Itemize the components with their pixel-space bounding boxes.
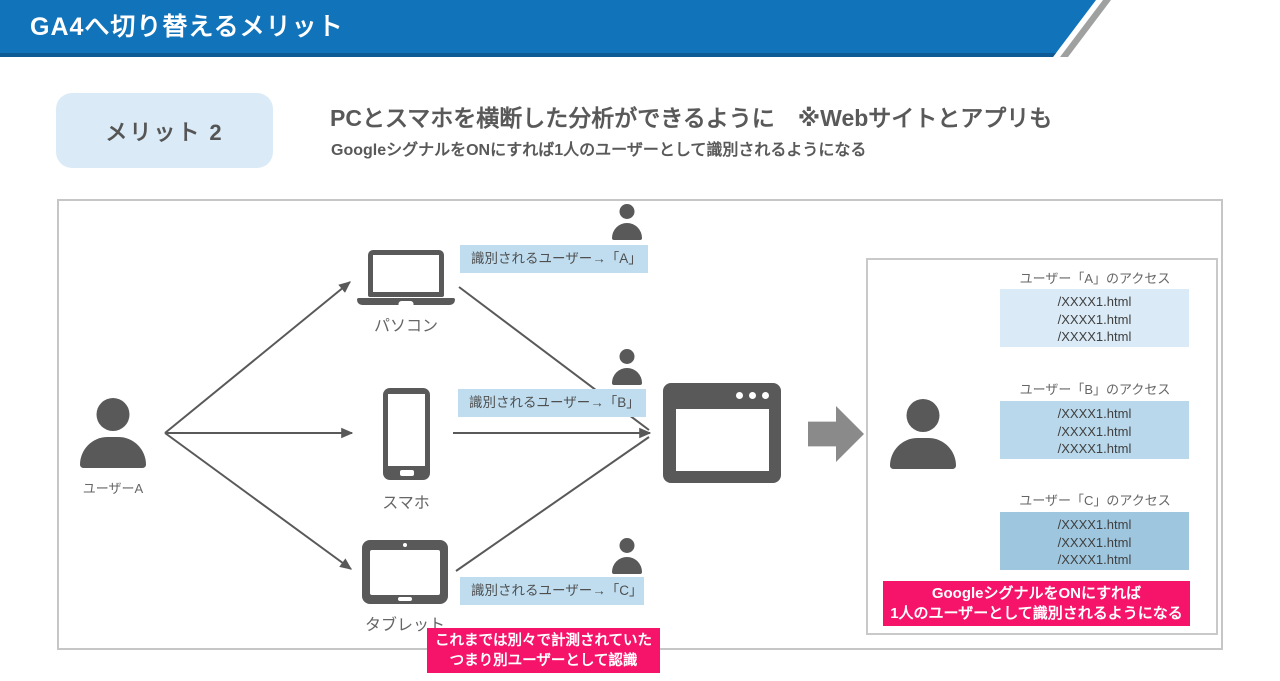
access-title-b: ユーザー「B」のアクセス — [1019, 382, 1171, 397]
smartphone-label: スマホ — [382, 495, 430, 512]
access-page: /XXXX1.html — [1057, 441, 1132, 456]
identified-user-b-icon — [612, 349, 642, 385]
slide-header: GA4へ切り替えるメリット — [0, 0, 1280, 57]
browser-titlebar-dots — [736, 392, 769, 399]
laptop-icon — [357, 250, 455, 305]
user-icon — [80, 398, 146, 468]
identified-user-a-head — [619, 204, 635, 219]
identify-label-b: 識別されるユーザー→「B」 — [458, 389, 646, 417]
access-box-c: /XXXX1.html /XXXX1.html /XXXX1.html — [1000, 512, 1189, 570]
identified-user-a-icon — [612, 204, 642, 240]
access-page: /XXXX1.html — [1057, 423, 1132, 439]
tablet-icon — [362, 540, 448, 604]
browser-icon — [663, 383, 781, 483]
previous-behavior-note-line1: これまでは別々で計測されていた — [434, 633, 653, 649]
access-page: /XXXX1.html — [1057, 294, 1132, 309]
tablet-home-bar — [398, 597, 412, 601]
access-page: /XXXX1.html — [1057, 517, 1132, 532]
merit-subtitle: GoogleシグナルをONにすれば1人のユーザーとして識別されるようになる — [331, 142, 867, 159]
access-title-a: ユーザー「A」のアクセス — [1019, 271, 1171, 286]
tablet-label: タブレット — [364, 617, 445, 634]
access-page: /XXXX1.html — [1057, 311, 1132, 327]
access-page: /XXXX1.html — [1057, 406, 1132, 421]
identified-user-b-body — [612, 368, 642, 385]
unified-user-head — [906, 399, 940, 432]
user-label: ユーザーA — [82, 481, 144, 496]
smartphone-home-button — [399, 470, 414, 476]
identified-user-a-body — [612, 223, 642, 240]
access-page: /XXXX1.html — [1057, 329, 1132, 344]
identified-user-c-head — [619, 538, 635, 553]
previous-behavior-note-line2: つまり別ユーザーとして認識 — [449, 653, 638, 669]
access-title-c: ユーザー「C」のアクセス — [1019, 493, 1171, 508]
identify-label-c: 識別されるユーザー→「C」 — [460, 577, 644, 605]
access-box-a: /XXXX1.html /XXXX1.html /XXXX1.html — [1000, 289, 1189, 347]
google-signal-note: GoogleシグナルをONにすれば 1人のユーザーとして識別されるようになる — [883, 581, 1190, 626]
previous-behavior-note: これまでは別々で計測されていた つまり別ユーザーとして認識 — [427, 628, 660, 673]
page-title: GA4へ切り替えるメリット — [30, 13, 344, 41]
identified-user-c-body — [612, 557, 642, 574]
access-box-b: /XXXX1.html /XXXX1.html /XXXX1.html — [1000, 401, 1189, 459]
laptop-screen — [368, 250, 444, 297]
access-page: /XXXX1.html — [1057, 534, 1132, 550]
identified-user-b-head — [619, 349, 635, 364]
unified-user-icon — [890, 399, 956, 469]
merit-title: PCとスマホを横断した分析ができるように ※Webサイトとアプリも — [330, 105, 1053, 131]
identified-user-c-icon — [612, 538, 642, 574]
laptop-notch — [398, 301, 414, 305]
user-icon-body — [80, 437, 146, 468]
merit-badge: メリット 2 — [56, 93, 273, 168]
user-icon-head — [96, 398, 130, 431]
access-page: /XXXX1.html — [1057, 552, 1132, 567]
google-signal-note-line1: GoogleシグナルをONにすれば — [931, 585, 1142, 602]
google-signal-note-line2: 1人のユーザーとして識別されるようになる — [890, 605, 1183, 622]
laptop-label: パソコン — [373, 318, 438, 335]
tablet-camera-dot — [403, 543, 407, 547]
header-blue-band — [0, 0, 1096, 57]
unified-user-body — [890, 438, 956, 469]
identify-label-a: 識別されるユーザー→「A」 — [460, 245, 648, 273]
browser-content-area — [676, 409, 769, 471]
header-bottom-edge — [0, 53, 1096, 57]
smartphone-icon — [383, 388, 430, 480]
smartphone-screen — [388, 394, 425, 466]
tablet-screen — [370, 550, 440, 595]
